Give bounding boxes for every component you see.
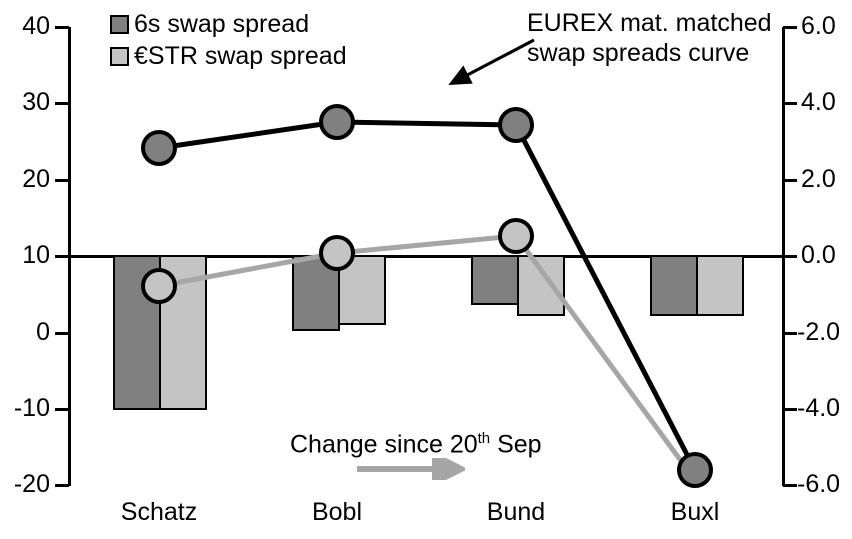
footnote-annotation: Change since 20th Sep <box>290 425 542 458</box>
left-axis-tick <box>55 484 69 487</box>
x-axis-label-bobl: Bobl <box>311 498 363 526</box>
bar-bobl-estr[interactable] <box>338 255 386 325</box>
footnote-suffix: Sep <box>490 430 542 459</box>
left-axis-label: 0 <box>36 318 50 346</box>
right-axis-label: -6.0 <box>797 470 841 498</box>
legend-label: €STR swap spread <box>134 42 347 70</box>
left-axis-tick <box>55 26 69 29</box>
right-axis-tick <box>783 255 797 258</box>
left-axis-label: 10 <box>22 241 50 269</box>
right-axis-tick <box>783 26 797 29</box>
right-axis-tick <box>783 102 797 105</box>
right-axis-tick <box>783 332 797 335</box>
right-axis-label: 6.0 <box>801 12 836 40</box>
right-axis-label: 2.0 <box>801 165 836 193</box>
bar-bund-estr[interactable] <box>517 255 565 316</box>
legend-item-6s-swap-spread[interactable]: 6s swap spread <box>110 8 347 40</box>
left-axis-label: 30 <box>22 88 50 116</box>
left-axis-label: 20 <box>22 165 50 193</box>
callout-annotation: EUREX mat. matched swap spreads curve <box>527 8 772 68</box>
left-axis-label: -20 <box>13 470 50 498</box>
right-axis-label: -2.0 <box>797 318 841 346</box>
bar-schatz-6s[interactable] <box>113 255 161 410</box>
bar-buxl-6s[interactable] <box>650 255 698 316</box>
callout-line-1: EUREX mat. matched <box>527 9 772 37</box>
line-eurex-swap-spread-curve <box>156 119 698 473</box>
footnote-arrow-icon <box>357 458 465 480</box>
right-axis-tick <box>783 408 797 411</box>
marker-eurex-buxl[interactable] <box>677 452 713 488</box>
marker-eurex-bobl[interactable] <box>319 104 355 140</box>
left-axis-label: -10 <box>13 394 50 422</box>
left-axis-tick <box>55 408 69 411</box>
x-axis-label-schatz: Schatz <box>120 498 198 526</box>
legend-item-estr-swap-spread[interactable]: €STR swap spread <box>110 40 347 72</box>
right-axis-label: 0.0 <box>801 241 836 269</box>
left-axis-tick <box>55 179 69 182</box>
left-axis-label: 40 <box>22 12 50 40</box>
bar-bund-6s[interactable] <box>471 255 519 305</box>
bar-bobl-6s[interactable] <box>292 255 340 331</box>
marker-eurex-schatz[interactable] <box>141 130 177 166</box>
legend-label: 6s swap spread <box>134 10 310 38</box>
right-axis-label: 4.0 <box>801 88 836 116</box>
right-axis-tick <box>783 179 797 182</box>
callout-arrow-icon <box>448 38 535 85</box>
footnote-superscript: th <box>477 430 491 447</box>
right-axis-tick <box>783 484 797 487</box>
legend-swatch-light-icon <box>110 46 129 66</box>
x-axis-label-buxl: Buxl <box>670 498 720 526</box>
bar-buxl-estr[interactable] <box>696 255 744 316</box>
marker-change-bund[interactable] <box>498 218 534 254</box>
left-axis-tick <box>55 102 69 105</box>
legend-swatch-dark-icon <box>110 14 129 34</box>
left-axis-tick <box>55 332 69 335</box>
marker-eurex-bund[interactable] <box>498 107 534 143</box>
footnote-prefix: Change since 20 <box>290 430 478 459</box>
bar-schatz-estr[interactable] <box>159 255 207 410</box>
right-axis-label: -4.0 <box>797 394 841 422</box>
plot-area <box>68 27 782 488</box>
legend: 6s swap spread €STR swap spread <box>110 8 347 72</box>
x-axis-label-bund: Bund <box>486 498 546 526</box>
callout-line-2: swap spreads curve <box>527 39 750 67</box>
left-axis-tick <box>55 255 69 258</box>
